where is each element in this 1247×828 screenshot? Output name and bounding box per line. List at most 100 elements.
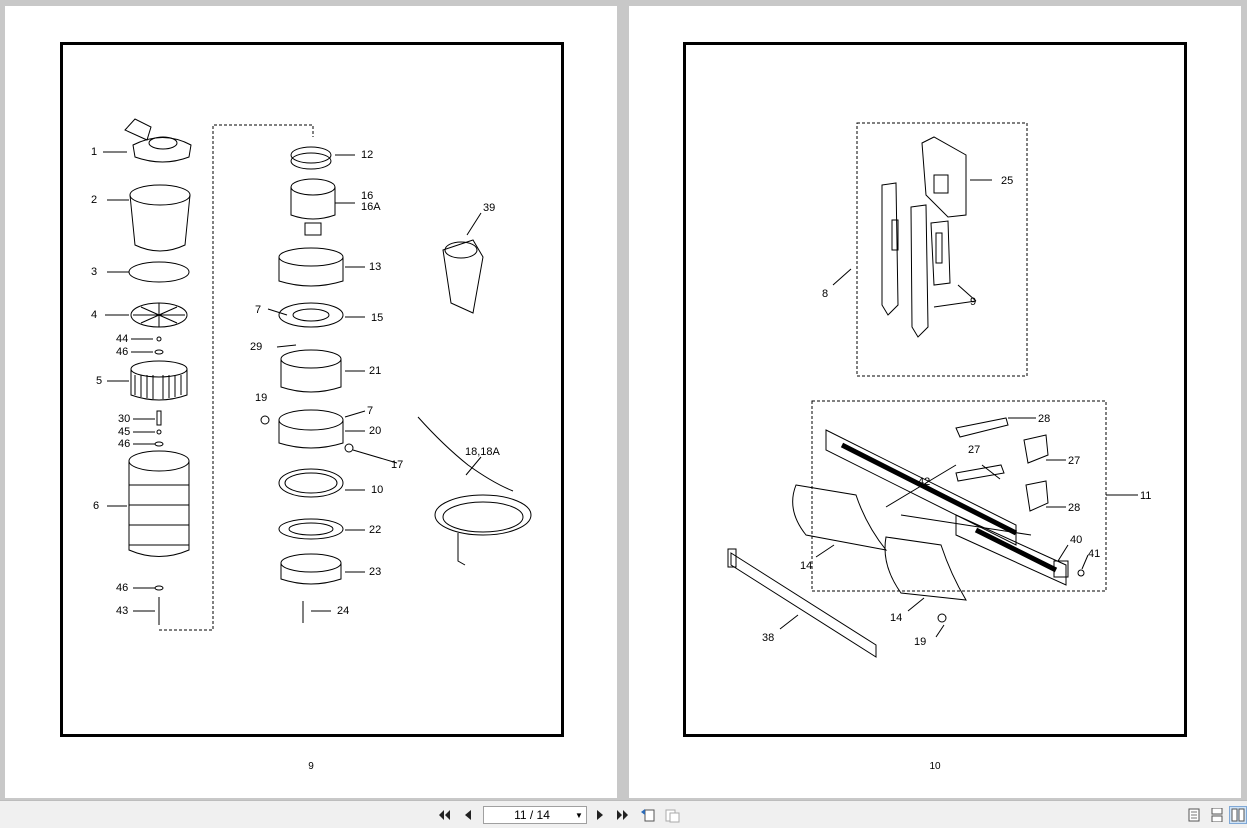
part-label: 44 bbox=[116, 333, 128, 345]
part-label: 24 bbox=[337, 605, 349, 617]
parts-diagram-frame-right: 25 8 9 28 27 27 42 11 28 40 41 14 14 19 … bbox=[683, 42, 1187, 737]
part-filter-disc bbox=[128, 261, 190, 283]
part-motor-housing bbox=[128, 450, 190, 557]
part-label: 45 bbox=[118, 426, 130, 438]
page-number-select[interactable]: 11 / 14 ▼ bbox=[483, 806, 587, 824]
part-label: 23 bbox=[369, 566, 381, 578]
part-frame-11 bbox=[825, 429, 1067, 586]
part-grill bbox=[130, 302, 188, 328]
part-screw-41 bbox=[1077, 569, 1085, 577]
part-label: 12 bbox=[361, 149, 373, 161]
part-label: 39 bbox=[483, 202, 495, 214]
facing-pages-view-button[interactable] bbox=[1229, 806, 1247, 824]
part-label: 40 bbox=[1070, 534, 1082, 546]
part-label: 21 bbox=[369, 365, 381, 377]
part-filter-cartridge bbox=[130, 360, 188, 401]
part-label: 19 bbox=[914, 636, 926, 648]
previous-view-icon bbox=[641, 809, 655, 822]
part-pads-14 bbox=[792, 484, 967, 601]
part-label: 5 bbox=[96, 375, 102, 387]
part-label: 20 bbox=[369, 425, 381, 437]
part-label: 41 bbox=[1088, 548, 1100, 560]
previous-view-button[interactable] bbox=[640, 807, 656, 823]
parts-diagram-frame-left: 1 2 3 4 44 46 5 30 45 46 6 46 43 12 16 1… bbox=[60, 42, 564, 737]
part-gasket-10 bbox=[278, 468, 344, 498]
part-label: 1 bbox=[91, 146, 97, 158]
part-label: 11 bbox=[1140, 490, 1151, 502]
part-label: 46 bbox=[116, 582, 128, 594]
part-bag-39 bbox=[442, 239, 484, 314]
part-label: 7 bbox=[255, 304, 261, 316]
part-label: 38 bbox=[762, 632, 774, 644]
single-page-view-icon bbox=[1188, 808, 1200, 822]
first-page-icon bbox=[439, 810, 450, 820]
part-label: 30 bbox=[118, 413, 130, 425]
single-page-view-button[interactable] bbox=[1185, 806, 1203, 824]
part-label: 15 bbox=[371, 312, 383, 324]
next-page-button[interactable] bbox=[592, 807, 608, 823]
part-label: 42 bbox=[918, 476, 930, 488]
exploded-parts-diagram-right: 25 8 9 28 27 27 42 11 28 40 41 14 14 19 … bbox=[727, 122, 1151, 658]
document-page-left: 1 2 3 4 44 46 5 30 45 46 6 46 43 12 16 1… bbox=[5, 6, 617, 798]
part-motor-16 bbox=[290, 178, 336, 236]
part-label: 9 bbox=[970, 296, 976, 308]
page-number: 9 bbox=[308, 761, 314, 772]
part-lid bbox=[124, 118, 192, 163]
part-label: 3 bbox=[91, 266, 97, 278]
part-base-23 bbox=[280, 553, 342, 585]
dashed-group-box-bottom bbox=[811, 400, 1107, 592]
part-label: 19 bbox=[255, 392, 267, 404]
part-label: 14 bbox=[890, 612, 902, 624]
part-bracket-25 bbox=[921, 136, 967, 218]
part-label: 17 bbox=[391, 459, 403, 471]
continuous-view-button[interactable] bbox=[1208, 806, 1226, 824]
first-page-button[interactable] bbox=[437, 807, 453, 823]
page-indicator: 11 / 14 bbox=[514, 808, 550, 822]
part-label: 28 bbox=[1038, 413, 1050, 425]
part-label: 18,18A bbox=[465, 446, 501, 458]
part-label: 28 bbox=[1068, 502, 1080, 514]
part-label: 22 bbox=[369, 524, 381, 536]
part-label: 7 bbox=[367, 405, 373, 417]
last-page-icon bbox=[617, 810, 628, 820]
part-band-20 bbox=[278, 409, 344, 449]
part-buckle-40 bbox=[1053, 560, 1069, 578]
part-label: 29 bbox=[250, 341, 262, 353]
next-view-icon bbox=[665, 809, 680, 823]
part-label: 25 bbox=[1001, 175, 1013, 187]
viewer-toolbar: 11 / 14 ▼ bbox=[0, 800, 1247, 828]
page-number: 10 bbox=[929, 761, 941, 772]
part-label: 14 bbox=[800, 560, 812, 572]
part-knob-19 bbox=[937, 613, 947, 623]
previous-page-icon bbox=[465, 810, 471, 820]
part-arms-27-28 bbox=[955, 417, 1049, 512]
last-page-button[interactable] bbox=[614, 807, 630, 823]
part-label: 46 bbox=[116, 346, 128, 358]
part-collar-21 bbox=[280, 349, 342, 393]
part-label: 4 bbox=[91, 309, 97, 321]
part-strap-38 bbox=[727, 548, 877, 658]
part-label: 2 bbox=[91, 194, 97, 206]
part-label: 16 bbox=[361, 190, 373, 202]
part-label: 16A bbox=[361, 201, 381, 213]
part-ring-12 bbox=[290, 146, 332, 170]
chevron-down-icon: ▼ bbox=[575, 810, 583, 820]
continuous-view-icon bbox=[1211, 808, 1223, 822]
document-page-right: 25 8 9 28 27 27 42 11 28 40 41 14 14 19 … bbox=[629, 6, 1241, 798]
part-container bbox=[129, 184, 191, 252]
part-label: 6 bbox=[93, 500, 99, 512]
next-view-button[interactable] bbox=[664, 807, 680, 823]
part-label: 43 bbox=[116, 605, 128, 617]
part-label: 46 bbox=[118, 438, 130, 450]
part-label: 13 bbox=[369, 261, 381, 273]
dashed-group-box-top bbox=[856, 122, 1028, 377]
part-label: 27 bbox=[1068, 455, 1080, 467]
part-ring-15 bbox=[278, 302, 344, 328]
part-label: 10 bbox=[371, 484, 383, 496]
part-label: 8 bbox=[822, 288, 828, 300]
facing-pages-view-icon bbox=[1231, 808, 1245, 822]
part-collar-13 bbox=[278, 247, 344, 287]
part-cord-18 bbox=[417, 416, 532, 566]
next-page-icon bbox=[597, 810, 603, 820]
previous-page-button[interactable] bbox=[460, 807, 476, 823]
